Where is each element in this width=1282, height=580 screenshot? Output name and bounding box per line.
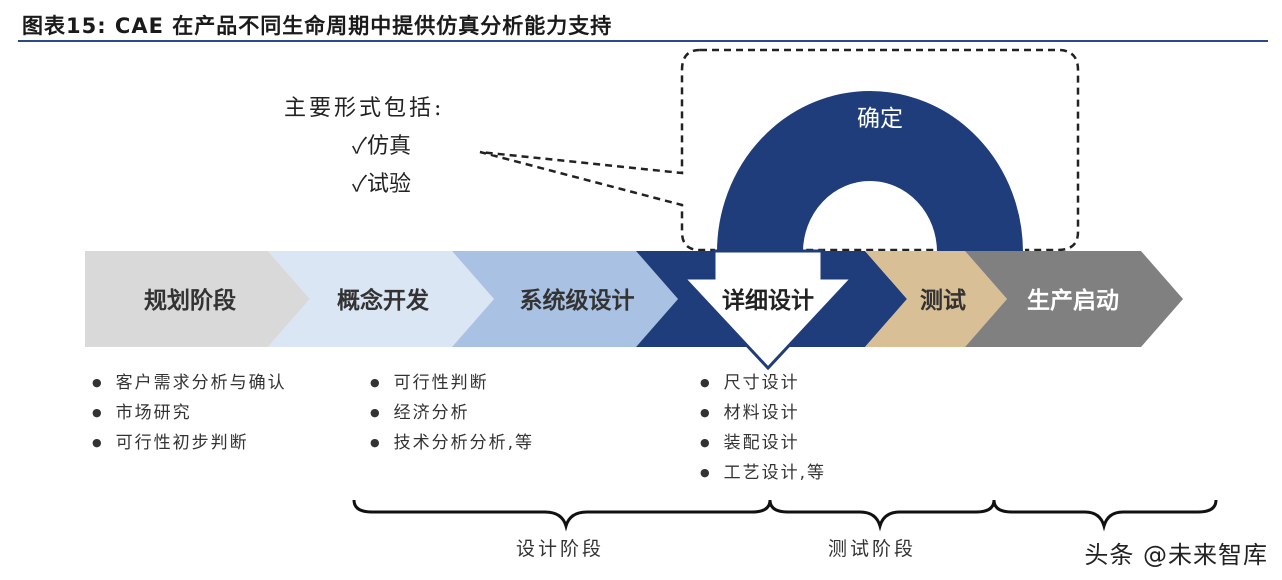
list-item: 市场研究 [92,399,287,429]
stage-label-planning: 规划阶段 [144,287,236,314]
list-item: 经济分析 [370,399,534,429]
callout-dashed-box [479,48,1080,252]
stage-concept-shape [268,251,494,347]
list-item: 尺寸设计 [700,369,826,399]
stage-label-concept: 概念开发 [337,287,429,314]
form-item-test: ✓试验 [352,172,412,197]
list-item: 客户需求分析与确认 [92,369,287,399]
planning-list: 客户需求分析与确认 市场研究 可行性初步判断 [92,369,287,459]
confirm-loop-arch [714,89,1026,253]
phase-design-label: 设计阶段 [516,538,605,560]
brace-test [768,499,996,532]
stage-test-shape [865,251,1007,347]
forms-callout: 主要形式包括: ✓仿真 ✓试验 [284,90,444,204]
watermark: 头条 @未来智库 [1084,541,1268,569]
list-item: 可行性判断 [370,369,534,399]
concept-list: 可行性判断 经济分析 技术分析分析,等 [370,369,534,459]
list-item: 工艺设计,等 [700,459,826,489]
title-divider [18,40,1268,42]
list-item: 可行性初步判断 [92,429,287,459]
stage-label-system: 系统级设计 [520,287,635,314]
form-item-simulation: ✓仿真 [352,134,412,159]
brace-production [992,499,1218,532]
loop-label: 确定 [857,106,903,132]
stage-system-shape [452,251,678,347]
list-item: 装配设计 [700,429,826,459]
list-item: 材料设计 [700,399,826,429]
down-arrow-shape [680,249,856,371]
stage-label-test: 测试 [920,288,966,314]
figure-title: 图表15: CAE 在产品不同生命周期中提供仿真分析能力支持 [22,14,613,38]
list-item: 技术分析分析,等 [370,429,534,459]
forms-heading: 主要形式包括: [284,96,445,121]
stage-label-detail: 详细设计 [722,287,814,314]
stage-planning-shape [85,251,310,347]
detail-list: 尺寸设计 材料设计 装配设计 工艺设计,等 [700,369,826,489]
stage-label-launch: 生产启动 [1027,287,1119,314]
brace-design [352,499,772,532]
stage-launch-shape [965,251,1183,347]
phase-test-label: 测试阶段 [828,538,917,560]
